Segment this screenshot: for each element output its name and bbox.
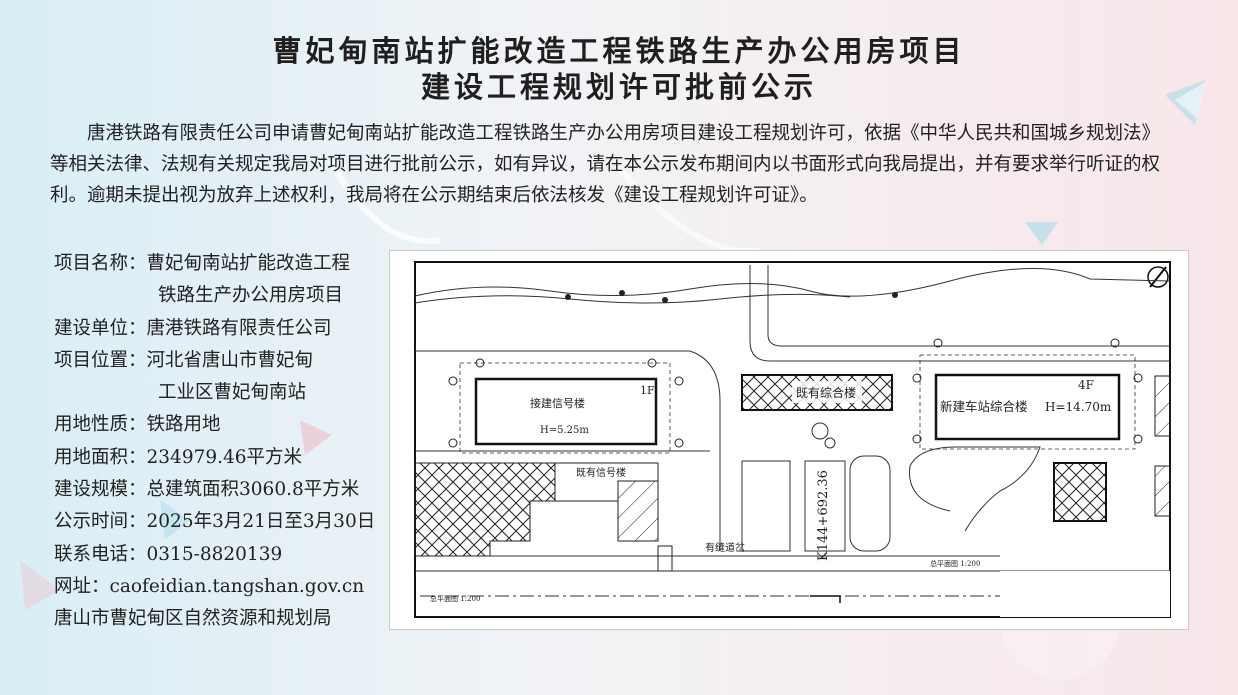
info-value: 234979.46平方米 bbox=[146, 446, 303, 468]
info-value: 2025年3月21日至3月30日 bbox=[146, 511, 376, 533]
authority-name: 唐山市曹妃甸区自然资源和规划局 bbox=[54, 608, 332, 630]
page-title-line1: 曹妃甸南站扩能改造工程铁路生产办公用房项目 bbox=[272, 34, 966, 68]
north-arrow-icon bbox=[1147, 266, 1169, 288]
info-label: 建设规模： bbox=[54, 479, 147, 501]
info-value: 铁路生产办公用房项目 bbox=[158, 285, 344, 307]
chainage-label: K144+692.36 bbox=[816, 470, 831, 561]
intro-paragraph: 唐港铁路有限责任公司申请曹妃甸南站扩能改造工程铁路生产办公用房项目建设工程规划许… bbox=[50, 118, 1170, 211]
info-row-name: 项目名称： 曹妃甸南站扩能改造工程 bbox=[54, 248, 394, 280]
page-title-line2: 建设工程规划许可批前公示 bbox=[420, 70, 817, 104]
info-row-location-cont: 工业区曹妃甸南站 bbox=[54, 377, 394, 409]
info-label: 网址： bbox=[54, 575, 110, 597]
info-row-website: 网址： caofeidian.tangshan.gov.cn bbox=[54, 571, 394, 603]
info-row-area: 用地面积： 234979.46平方米 bbox=[54, 442, 394, 474]
info-row-unit: 建设单位： 唐港铁路有限责任公司 bbox=[54, 313, 394, 345]
info-value: 工业区曹妃甸南站 bbox=[158, 382, 307, 404]
info-value: 0315-8820139 bbox=[146, 543, 283, 565]
info-value: 曹妃甸南站扩能改造工程 bbox=[146, 253, 351, 274]
project-info-list: 项目名称： 曹妃甸南站扩能改造工程 铁路生产办公用房项目 建设单位： 唐港铁路有… bbox=[54, 248, 394, 636]
scale-label-left: 总平面图 1:200 bbox=[430, 594, 480, 603]
info-value: 河北省唐山市曹妃甸 bbox=[146, 349, 314, 371]
info-row-nature: 用地性质： 铁路用地 bbox=[54, 409, 394, 441]
info-label: 用地面积： bbox=[54, 446, 147, 468]
info-label: 联系电话： bbox=[54, 543, 147, 565]
new-floors-label: 4F bbox=[1078, 378, 1094, 392]
info-label: 项目名称： bbox=[54, 253, 147, 274]
info-row-phone: 联系电话： 0315-8820139 bbox=[54, 539, 394, 571]
building-extension-signal bbox=[474, 377, 658, 446]
building-name-label: 接建信号楼 bbox=[530, 396, 585, 410]
site-plan-drawing: 接建信号楼 H=5.25m 1F 既有信号楼 既有综合楼 有缝道岔 K144+6… bbox=[414, 261, 1171, 618]
new-complex-label: 新建车站综合楼 bbox=[940, 399, 1028, 414]
info-value: 总建筑面积3060.8平方米 bbox=[146, 479, 360, 501]
info-label: 用地性质： bbox=[54, 414, 147, 436]
existing-complex-label: 既有综合楼 bbox=[796, 385, 856, 400]
scale-label-right: 总平面图 1:200 bbox=[930, 559, 980, 568]
info-row-period: 公示时间： 2025年3月21日至3月30日 bbox=[54, 506, 394, 538]
info-label: 建设单位： bbox=[54, 317, 147, 339]
info-row-scale: 建设规模： 总建筑面积3060.8平方米 bbox=[54, 474, 394, 506]
info-value: 唐港铁路有限责任公司 bbox=[146, 317, 332, 339]
track-label: 有缝道岔 bbox=[705, 541, 745, 554]
website-link[interactable]: caofeidian.tangshan.gov.cn bbox=[109, 575, 365, 597]
building-height-label: H=5.25m bbox=[540, 425, 589, 436]
intro-text: 唐港铁路有限责任公司申请曹妃甸南站扩能改造工程铁路生产办公用房项目建设工程规划许… bbox=[50, 123, 1161, 206]
info-label: 项目位置： bbox=[54, 349, 147, 371]
existing-signal-label: 既有信号楼 bbox=[576, 466, 626, 479]
info-row-authority: 唐山市曹妃甸区自然资源和规划局 bbox=[54, 603, 394, 635]
info-label: 公示时间： bbox=[54, 511, 147, 533]
building-floors-label: 1F bbox=[640, 384, 655, 397]
building-new-complex bbox=[934, 373, 1121, 441]
site-plan: 接建信号楼 H=5.25m 1F 既有信号楼 既有综合楼 有缝道岔 K144+6… bbox=[389, 250, 1189, 630]
drawing-frame bbox=[414, 261, 1171, 618]
info-value: 铁路用地 bbox=[146, 414, 221, 436]
new-height-label: H=14.70m bbox=[1045, 400, 1112, 414]
info-row-name-cont: 铁路生产办公用房项目 bbox=[54, 280, 394, 312]
info-row-location: 项目位置： 河北省唐山市曹妃甸 bbox=[54, 345, 394, 377]
